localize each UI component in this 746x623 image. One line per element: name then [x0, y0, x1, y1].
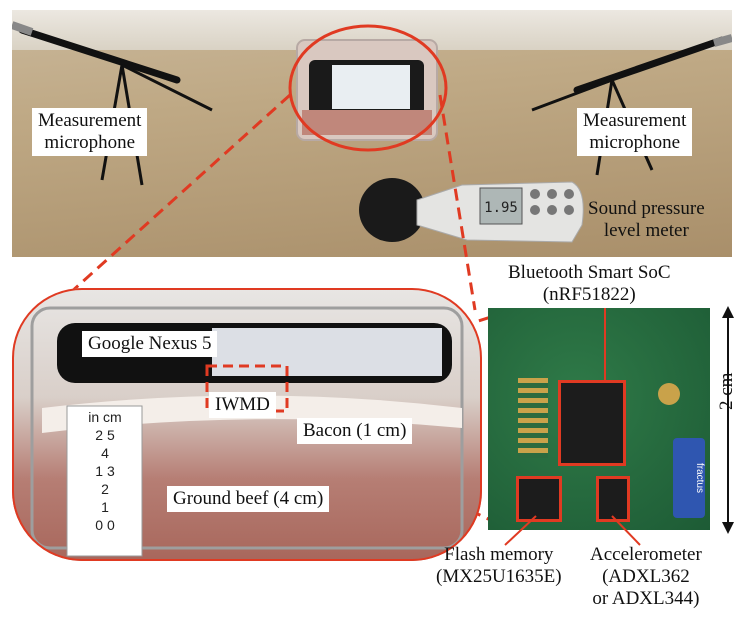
dimension-label: 2 cm: [716, 372, 737, 410]
enclosure-photo: Google Nexus 5 IWMD Bacon (1 cm) Ground …: [12, 288, 482, 561]
accelerometer-chip: [596, 476, 630, 522]
soc-chip: [558, 380, 626, 466]
svg-text:1.95: 1.95: [484, 200, 518, 216]
flash-label: Flash memory(MX25U1635E): [436, 544, 562, 587]
soc-label: Bluetooth Smart SoC(nRF51822): [508, 262, 671, 305]
pcb-photo: fractus: [488, 308, 710, 530]
beef-label: Ground beef (4 cm): [167, 486, 330, 512]
left-microphone: [12, 21, 213, 186]
flash-chip: [516, 476, 562, 522]
antenna-connector: [658, 383, 680, 405]
ruler: in cm 2 5 4 1 3 2 1 0 0: [88, 409, 122, 533]
iwmd-label: IWMD: [209, 392, 276, 418]
sound-level-meter: 1.95: [359, 178, 584, 243]
phone-label: Google Nexus 5: [82, 331, 218, 357]
antenna-module: fractus: [673, 438, 705, 518]
container-with-phone: [288, 24, 448, 152]
bacon-label: Bacon (1 cm): [297, 418, 413, 444]
pin-headers: [518, 378, 548, 458]
